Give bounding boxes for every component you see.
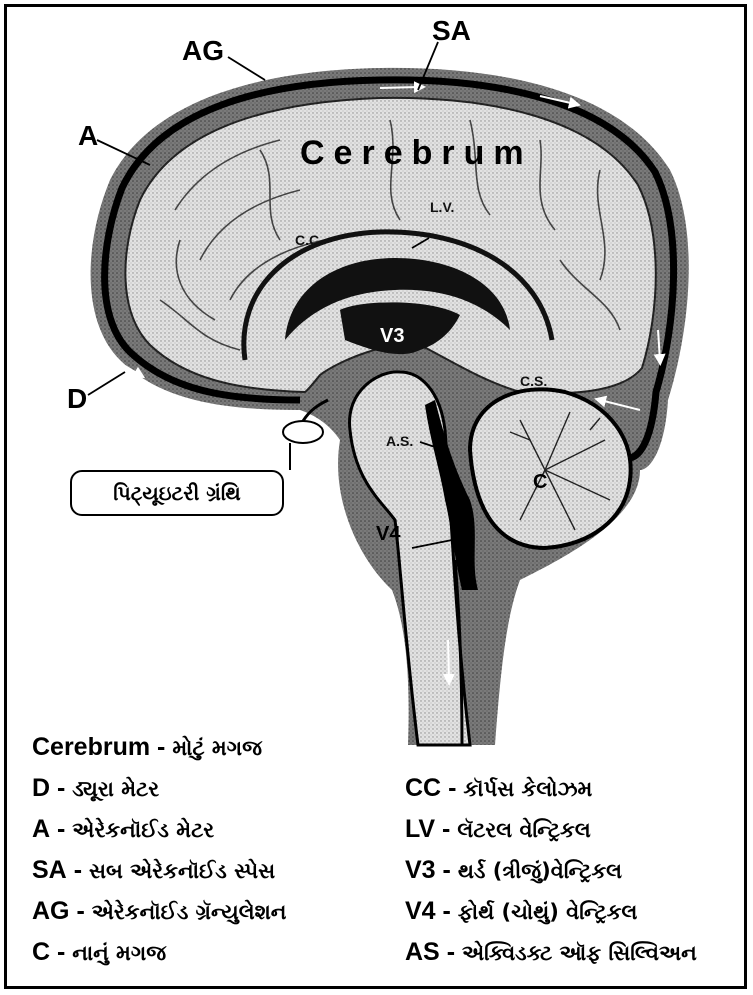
legend-code: V3 — [405, 856, 436, 884]
legend-description: સબ એરેકનૉઈડ સ્પેસ — [89, 859, 275, 883]
legend-separator: - — [57, 938, 65, 966]
pituitary-gland — [283, 421, 323, 443]
label-a: A — [78, 120, 98, 151]
legend-code: AG — [32, 897, 70, 925]
legend-item: V4 - ફોર્થ (ચોથું) વેન્ટ્રિકલ — [405, 896, 637, 927]
legend-separator: - — [442, 815, 450, 843]
legend-item: C - નાનું મગજ — [32, 937, 166, 968]
legend-code: LV — [405, 815, 435, 843]
legend-separator: - — [447, 938, 455, 966]
legend-code: C — [32, 938, 50, 966]
legend-separator: - — [57, 815, 65, 843]
legend-description: ડ્યૂરા મેટર — [72, 777, 159, 801]
label-lv: L.V. — [430, 199, 454, 215]
legend-code: Cerebrum — [32, 733, 150, 761]
label-cs: C.S. — [520, 373, 547, 389]
pituitary-label: પિટ્યૂઇટરી ગ્રંથિ — [70, 470, 284, 516]
label-ag: AG — [182, 35, 224, 66]
legend-code: V4 — [405, 897, 436, 925]
legend-separator: - — [157, 733, 165, 761]
legend-code: A — [32, 815, 50, 843]
label-v3: V3 — [380, 325, 404, 347]
legend-separator: - — [443, 897, 451, 925]
label-v4: V4 — [376, 523, 401, 545]
legend-separator: - — [57, 774, 65, 802]
legend-separator: - — [76, 897, 84, 925]
label-sa: SA — [432, 15, 471, 46]
label-as: A.S. — [386, 433, 413, 449]
legend-item: AS - એક્વિડક્ટ ઑફ સિલ્વિઅન — [405, 937, 697, 968]
label-c: C — [533, 471, 547, 493]
legend-item: Cerebrum - મોટું મગજ — [32, 732, 262, 763]
legend-code: D — [32, 774, 50, 802]
legend-description: મોટું મગજ — [172, 736, 262, 760]
legend-description: ફોર્થ (ચોથું) વેન્ટ્રિકલ — [458, 900, 638, 924]
legend-description: એક્વિડક્ટ ઑફ સિલ્વિઅન — [462, 941, 697, 965]
legend-separator: - — [443, 856, 451, 884]
label-d: D — [67, 383, 87, 414]
legend-description: કૉર્પસ કેલોઝમ — [463, 777, 592, 801]
legend-description: નાનું મગજ — [72, 941, 166, 965]
legend-separator: - — [74, 856, 82, 884]
legend-separator: - — [448, 774, 456, 802]
legend-code: CC — [405, 774, 441, 802]
cerebellum — [470, 389, 631, 548]
legend-description: લૅટરલ વેન્ટ્રિકલ — [457, 818, 590, 842]
legend-description: એરેકનૉઈડ ગ્રૅન્યુલેશન — [92, 900, 287, 924]
legend-code: AS — [405, 938, 440, 966]
legend-item: V3 - થર્ડ (ત્રીજું)વેન્ટ્રિકલ — [405, 855, 622, 886]
label-cerebrum: Cerebrum — [300, 134, 533, 172]
legend-item: A - એરેકનૉઈડ મેટર — [32, 814, 214, 845]
legend-description: થર્ડ (ત્રીજું)વેન્ટ્રિકલ — [458, 859, 622, 883]
legend-code: SA — [32, 856, 67, 884]
legend-item: CC - કૉર્પસ કેલોઝમ — [405, 773, 592, 804]
legend-item: LV - લૅટરલ વેન્ટ્રિકલ — [405, 814, 591, 845]
label-cc: C.C. — [295, 232, 323, 248]
legend-item: AG - એરેકનૉઈડ ગ્રૅન્યુલેશન — [32, 896, 286, 927]
legend-item: SA - સબ એરેકનૉઈડ સ્પેસ — [32, 855, 275, 886]
legend-description: એરેકનૉઈડ મેટર — [72, 818, 214, 842]
legend-item: D - ડ્યૂરા મેટર — [32, 773, 159, 804]
